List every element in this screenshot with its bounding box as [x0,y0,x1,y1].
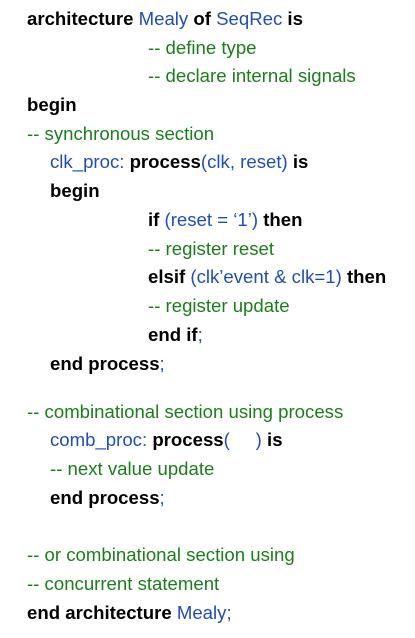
code-comment: -- synchronous section [27,123,215,144]
code-identifier: clk_proc: [50,151,130,172]
code-comment: -- define type [148,37,257,58]
code-comment: -- declare internal signals [148,65,356,86]
code-comment: -- next value update [50,458,215,479]
code-identifier: ; [226,602,232,623]
code-comment: -- combinational section using process [27,401,344,422]
code-line: -- combinational section using process [27,401,343,423]
code-identifier: (reset = ‘1’) [164,209,264,230]
code-keyword: begin [50,180,100,201]
code-identifier: ( ) [223,429,268,450]
code-identifier: Mealy [176,602,227,623]
code-line: begin [27,94,77,116]
code-identifier: comb_proc: [50,429,153,450]
code-comment: -- or combinational section using [27,544,295,565]
code-keyword: then [263,209,303,230]
code-keyword: end if [148,324,198,345]
code-line: comb_proc: process( ) is [50,429,283,451]
code-keyword: is [267,429,283,450]
code-keyword: of [188,8,217,29]
code-line: if (reset = ‘1’) then [148,209,302,231]
code-identifier: (clk, reset) [200,151,293,172]
code-identifier: ; [159,487,165,508]
code-line: -- next value update [50,458,214,480]
code-line: end process; [50,487,165,509]
code-keyword: then [346,266,387,287]
code-line: -- synchronous section [27,123,214,145]
code-comment: -- register reset [148,238,275,259]
code-line: end process; [50,353,165,375]
code-keyword: end process [50,487,160,508]
code-identifier: SeqRec [216,8,283,29]
code-line: begin [50,180,100,202]
code-keyword: is [282,8,303,29]
code-line: -- declare internal signals [148,65,356,87]
code-identifier: Mealy [138,8,189,29]
code-keyword: begin [27,94,77,115]
code-line: clk_proc: process(clk, reset) is [50,151,308,173]
code-identifier: (clk’event & clk=1) [190,266,347,287]
code-keyword: process [129,151,201,172]
code-comment: -- register update [148,295,290,316]
code-keyword: is [292,151,309,172]
code-line: architecture Mealy of SeqRec is [27,8,303,30]
code-line: elsif (clk’event & clk=1) then [148,266,386,288]
code-comment: -- concurrent statement [27,573,220,594]
code-line: -- or combinational section using [27,544,295,566]
code-identifier: ; [159,353,165,374]
code-line: -- register update [148,295,290,317]
code-line: end if; [148,324,203,346]
code-keyword: process [152,429,224,450]
code-line: -- concurrent statement [27,573,219,595]
code-keyword: if [148,209,165,230]
code-line: -- define type [148,37,257,59]
code-keyword: elsif [148,266,191,287]
code-line: -- register reset [148,238,274,260]
code-line: end architecture Mealy; [27,602,232,624]
code-identifier: ; [197,324,203,345]
code-keyword: end architecture [27,602,177,623]
code-keyword: end process [50,353,160,374]
code-keyword: architecture [27,8,139,29]
